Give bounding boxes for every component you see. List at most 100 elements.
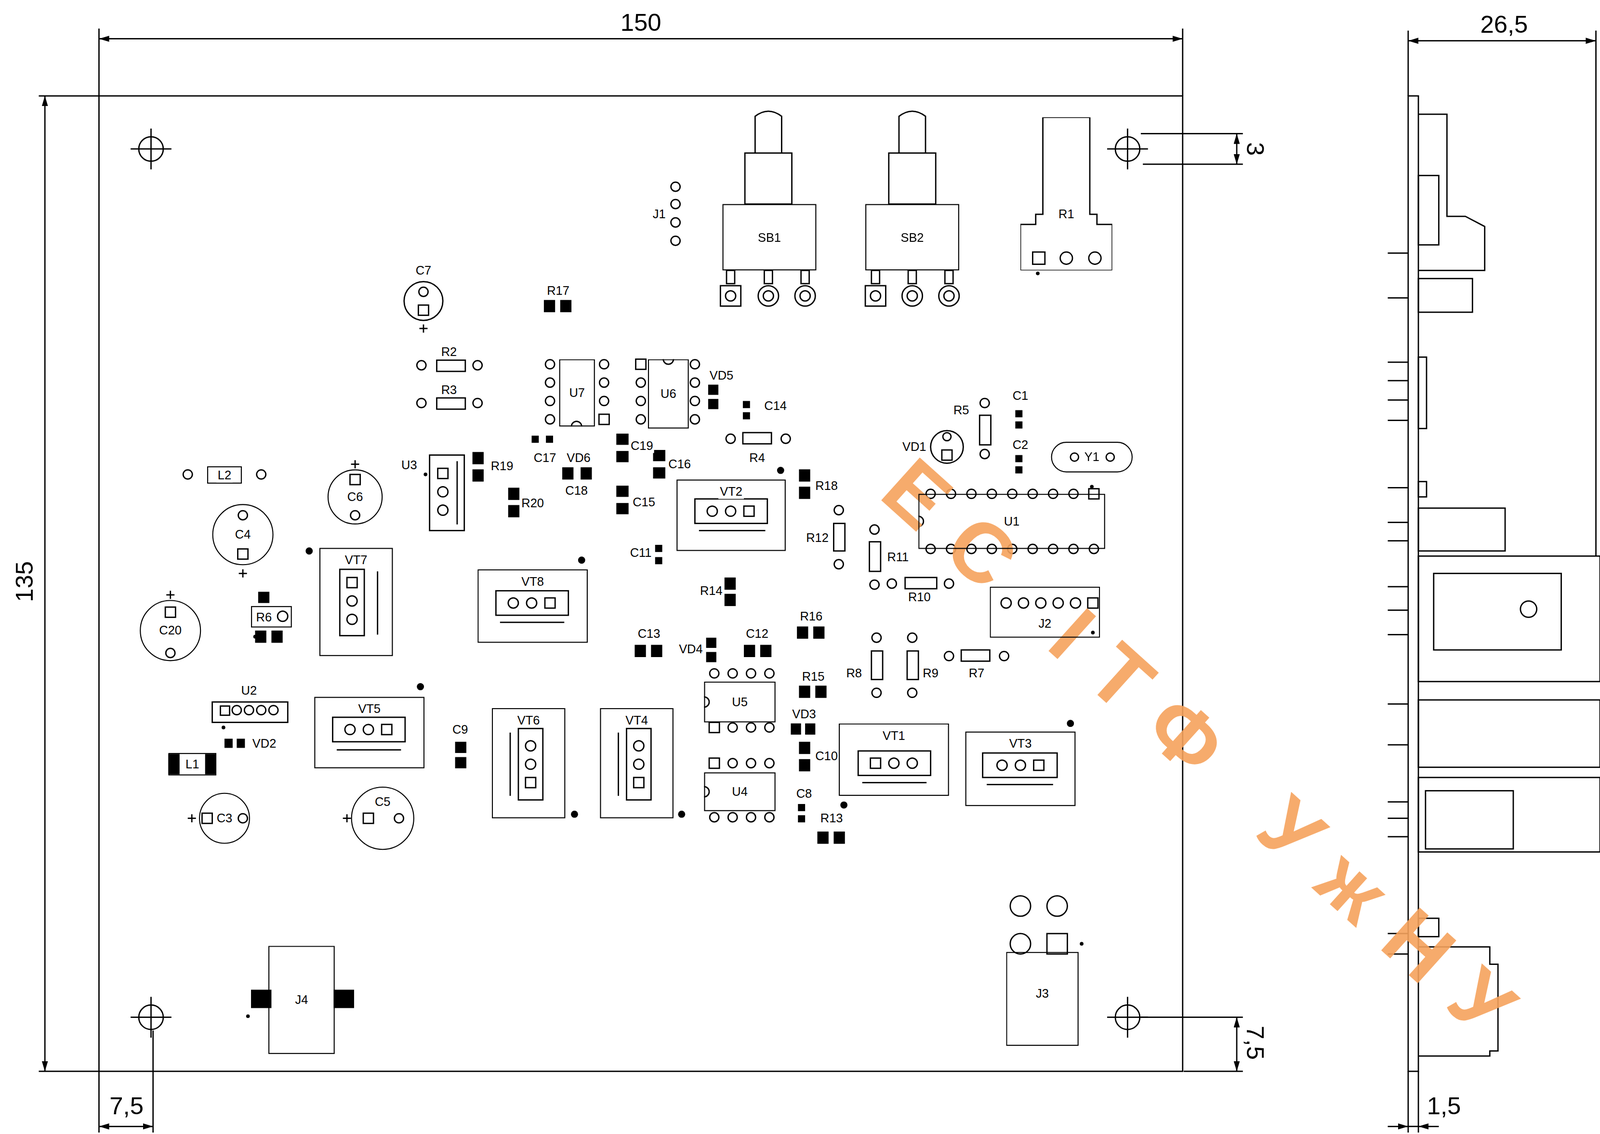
smd-pad (455, 741, 467, 754)
component-outline: R1 (1020, 117, 1113, 271)
part-designator: R9 (921, 666, 940, 681)
transistor-footprint (633, 759, 644, 770)
switch-footprint (720, 111, 960, 307)
transistor-footprint (346, 614, 358, 625)
capacitor-footprint (418, 287, 428, 297)
smd-pad (653, 467, 666, 479)
transistor-footprint (346, 595, 358, 607)
smd-pad (724, 577, 736, 590)
pin1-marker (1089, 484, 1094, 489)
smd-pad (545, 435, 554, 443)
connector-pin (671, 236, 681, 246)
resistor-footprint (907, 650, 919, 680)
resistor-footprint (183, 360, 1009, 698)
component-designator: VT2 (718, 484, 744, 500)
part-designator: VD5 (708, 368, 735, 384)
transistor-footprint (495, 590, 569, 616)
component-designator: J4 (293, 992, 309, 1008)
smd-pad (531, 435, 539, 443)
resistor-footprint (256, 469, 266, 479)
switch-footprint (754, 111, 782, 154)
component-designator: VT4 (624, 713, 649, 728)
ic-footprint (764, 668, 774, 678)
capacitor-footprint (238, 813, 248, 823)
switch-footprint (871, 270, 880, 284)
component-designator: U6 (659, 386, 678, 402)
transistor-footprint (381, 724, 392, 735)
smd-pad (616, 433, 629, 445)
switch-footprint (899, 111, 926, 154)
pin1-marker (221, 271, 1095, 1019)
mounting-hole (1126, 996, 1129, 1038)
dimension-value: 135 (11, 560, 38, 604)
capacitor-footprint (349, 474, 360, 485)
connector-pin (333, 989, 355, 1008)
dimension-line (1418, 1125, 1439, 1128)
component-outline: C20 (139, 599, 201, 662)
dimension-value: 26,5 (1479, 11, 1529, 38)
component-outline: VT5 (314, 697, 425, 769)
capacitor-footprint (404, 281, 443, 321)
smd-pad (562, 467, 574, 480)
transistor-footprint (694, 499, 767, 524)
ic-footprint (545, 396, 555, 406)
smd-pad (168, 753, 180, 775)
dimension-line (1140, 1016, 1243, 1019)
ic-footprint (212, 701, 289, 723)
ic-footprint (764, 723, 774, 733)
capacitor-footprint (166, 590, 175, 599)
ic-footprint (727, 812, 738, 822)
ic-footprint (545, 378, 555, 388)
dimension-line (38, 95, 99, 97)
transistor-footprint (526, 597, 537, 609)
component-designator: VT5 (357, 701, 382, 717)
capacitor-footprint (343, 814, 352, 823)
resistor-footprint (416, 360, 426, 371)
transistor-footprint (525, 777, 536, 788)
component-designator: J2 (1037, 616, 1053, 631)
connector-pin (671, 182, 681, 192)
capacitor-footprint (165, 281, 964, 824)
transistor-footprint (707, 506, 718, 517)
pin1-marker (570, 810, 579, 819)
component-outline: VT1 (838, 723, 950, 796)
smd-pad (708, 384, 719, 395)
transistor-footprint (518, 728, 543, 800)
switch-footprint (764, 270, 773, 284)
connector-pin (1010, 896, 1031, 917)
part-designator: R20 (520, 495, 545, 511)
ic-footprint (598, 414, 609, 425)
connector-pin (671, 199, 681, 209)
switch-footprint (725, 290, 736, 302)
part-designator: VD2 (251, 736, 278, 752)
pin1-marker (305, 547, 313, 555)
smd-pad (1015, 421, 1023, 429)
ic-footprint (764, 758, 774, 768)
ic-footprint (429, 455, 465, 531)
ic-footprint (746, 668, 756, 678)
resistor-footprint (979, 415, 991, 445)
smd-pad (798, 685, 810, 698)
part-designator: VD1 (901, 439, 928, 455)
capacitor-footprint (418, 304, 429, 316)
ic-footprint (635, 359, 647, 370)
part-designator: U2 (239, 683, 258, 699)
resistor-footprint (872, 688, 882, 698)
potentiometer-outline (1020, 117, 1113, 271)
ic-footprint (690, 414, 700, 424)
part-designator: R3 (440, 382, 459, 397)
component-designator: C6 (346, 489, 365, 505)
dimension-line (1140, 132, 1243, 135)
component-designator: Y1 (1083, 449, 1101, 465)
component-outline: J2 (989, 586, 1100, 638)
dimension-line (152, 1030, 154, 1133)
smd-pad (653, 449, 666, 462)
capacitor-footprint (237, 548, 248, 559)
resistor-footprint (473, 398, 483, 408)
smd-pad (508, 487, 520, 500)
part-designator: R4 (748, 450, 767, 466)
ic-footprint (727, 758, 738, 768)
smd-pad (805, 723, 816, 735)
pin1-marker (777, 466, 785, 475)
switch-footprint (944, 270, 953, 284)
